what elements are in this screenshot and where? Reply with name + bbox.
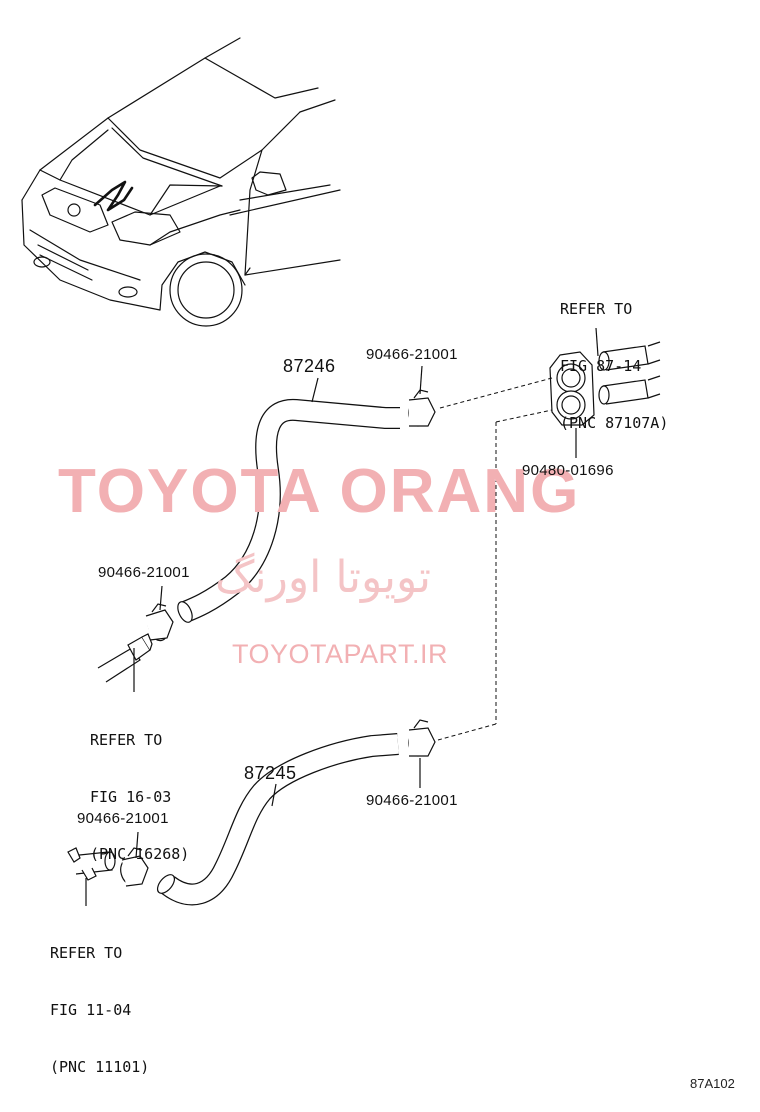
part-label-clamp-lower-right: 90466-21001 (366, 792, 458, 809)
watermark-site: TOYOTAPART.IR (232, 639, 449, 669)
refer-87-14-line3: (PNC 87107A) (560, 414, 669, 432)
pipes-87-14 (598, 341, 661, 405)
figure-code: 87A102 (690, 1076, 735, 1091)
refer-11-04-line3: (PNC 11101) (50, 1058, 150, 1076)
refer-11-04-line1: REFER TO (50, 944, 123, 962)
clamp-lower-left (120, 847, 149, 887)
refer-87-14: REFER TO FIG 87-14 (PNC 87107A) (560, 262, 668, 452)
refer-16-03-line3: (PNC 16268) (90, 845, 190, 863)
hose-87245 (156, 733, 399, 906)
fitting-11-04 (67, 847, 116, 881)
refer-11-04-line2: FIG 11-04 (50, 1001, 132, 1019)
part-label-87246: 87246 (283, 356, 336, 376)
refer-16-03: REFER TO FIG 16-03 (PNC 16268) (90, 693, 189, 883)
grommet-90480-01696 (549, 351, 595, 426)
clamp-upper-left (145, 603, 174, 642)
watermark-brand: TOYOTA ORANG (58, 457, 581, 526)
part-label-clamp-upper-right: 90466-21001 (366, 346, 458, 363)
hose-87246 (177, 398, 400, 623)
part-label-87245: 87245 (244, 763, 297, 783)
leader-lines (85, 327, 599, 906)
refer-16-03-line1: REFER TO (90, 731, 163, 749)
clamp-upper-right (408, 389, 436, 427)
clamp-lower-right (408, 719, 436, 757)
car-illustration (21, 37, 341, 327)
part-label-clamp-lower-left: 90466-21001 (77, 810, 169, 827)
fitting-16-03 (97, 633, 153, 683)
refer-16-03-line2: FIG 16-03 (90, 788, 172, 806)
refer-87-14-line1: REFER TO (560, 300, 633, 318)
refer-87-14-line2: FIG 87-14 (560, 357, 642, 375)
part-label-grommet: 90480-01696 (522, 462, 614, 479)
part-label-clamp-upper-left: 90466-21001 (98, 564, 190, 581)
dashed-lines (437, 377, 553, 741)
watermark-persian: تویوتا اورنگ (215, 552, 431, 603)
refer-11-04: REFER TO FIG 11-04 (PNC 11101) (50, 906, 149, 1096)
